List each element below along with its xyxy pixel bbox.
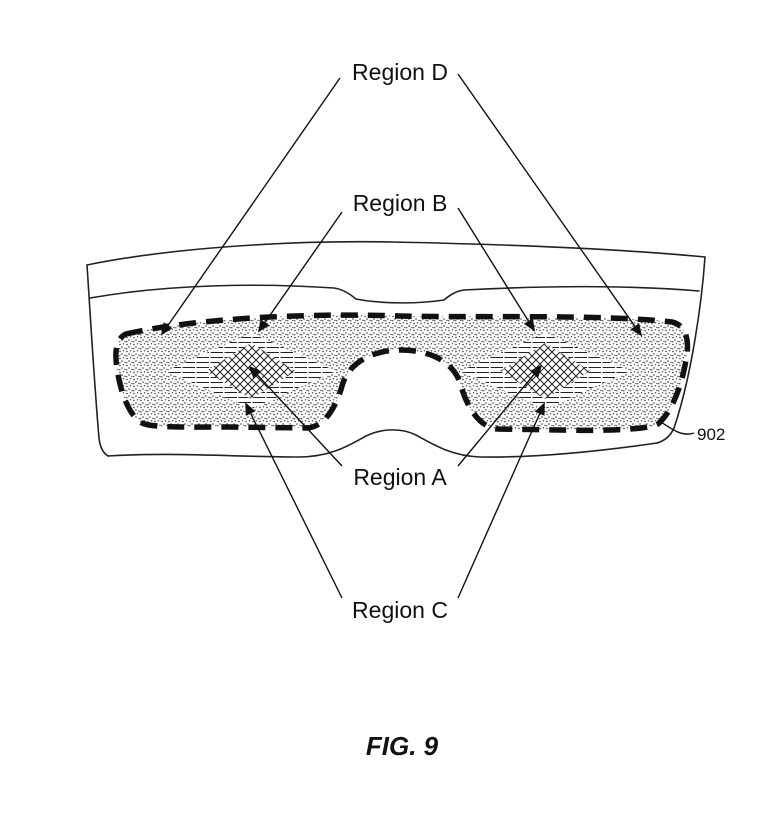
ref-902-label: 902 xyxy=(697,425,725,444)
leader-region-d-right xyxy=(457,73,643,337)
region-c-label: Region C xyxy=(352,597,448,623)
figure-caption: FIG. 9 xyxy=(366,731,439,761)
outline-seam-line xyxy=(89,284,700,304)
region-d-label: Region D xyxy=(352,59,448,85)
leader-region-b-left xyxy=(257,211,343,333)
outline-left-edge xyxy=(86,264,109,457)
region-b-label: Region B xyxy=(353,190,448,216)
region-a-right-hatch xyxy=(500,343,590,399)
dashed-boundary-902 xyxy=(113,312,691,434)
region-a-label: Region A xyxy=(353,464,447,490)
leader-ref-902 xyxy=(660,421,695,435)
outline-bottom-edge xyxy=(107,429,658,458)
leader-region-b-right xyxy=(457,207,535,332)
leader-region-a-left xyxy=(248,365,343,467)
leader-lines xyxy=(160,73,695,599)
leader-region-a-right xyxy=(457,364,543,467)
outer-object-outline xyxy=(86,240,706,458)
leader-region-d-left xyxy=(160,77,341,336)
leader-region-c-left xyxy=(245,402,343,599)
leader-region-c-right xyxy=(457,402,545,599)
outline-right-edge xyxy=(656,256,706,444)
outline-top-edge xyxy=(86,240,706,266)
